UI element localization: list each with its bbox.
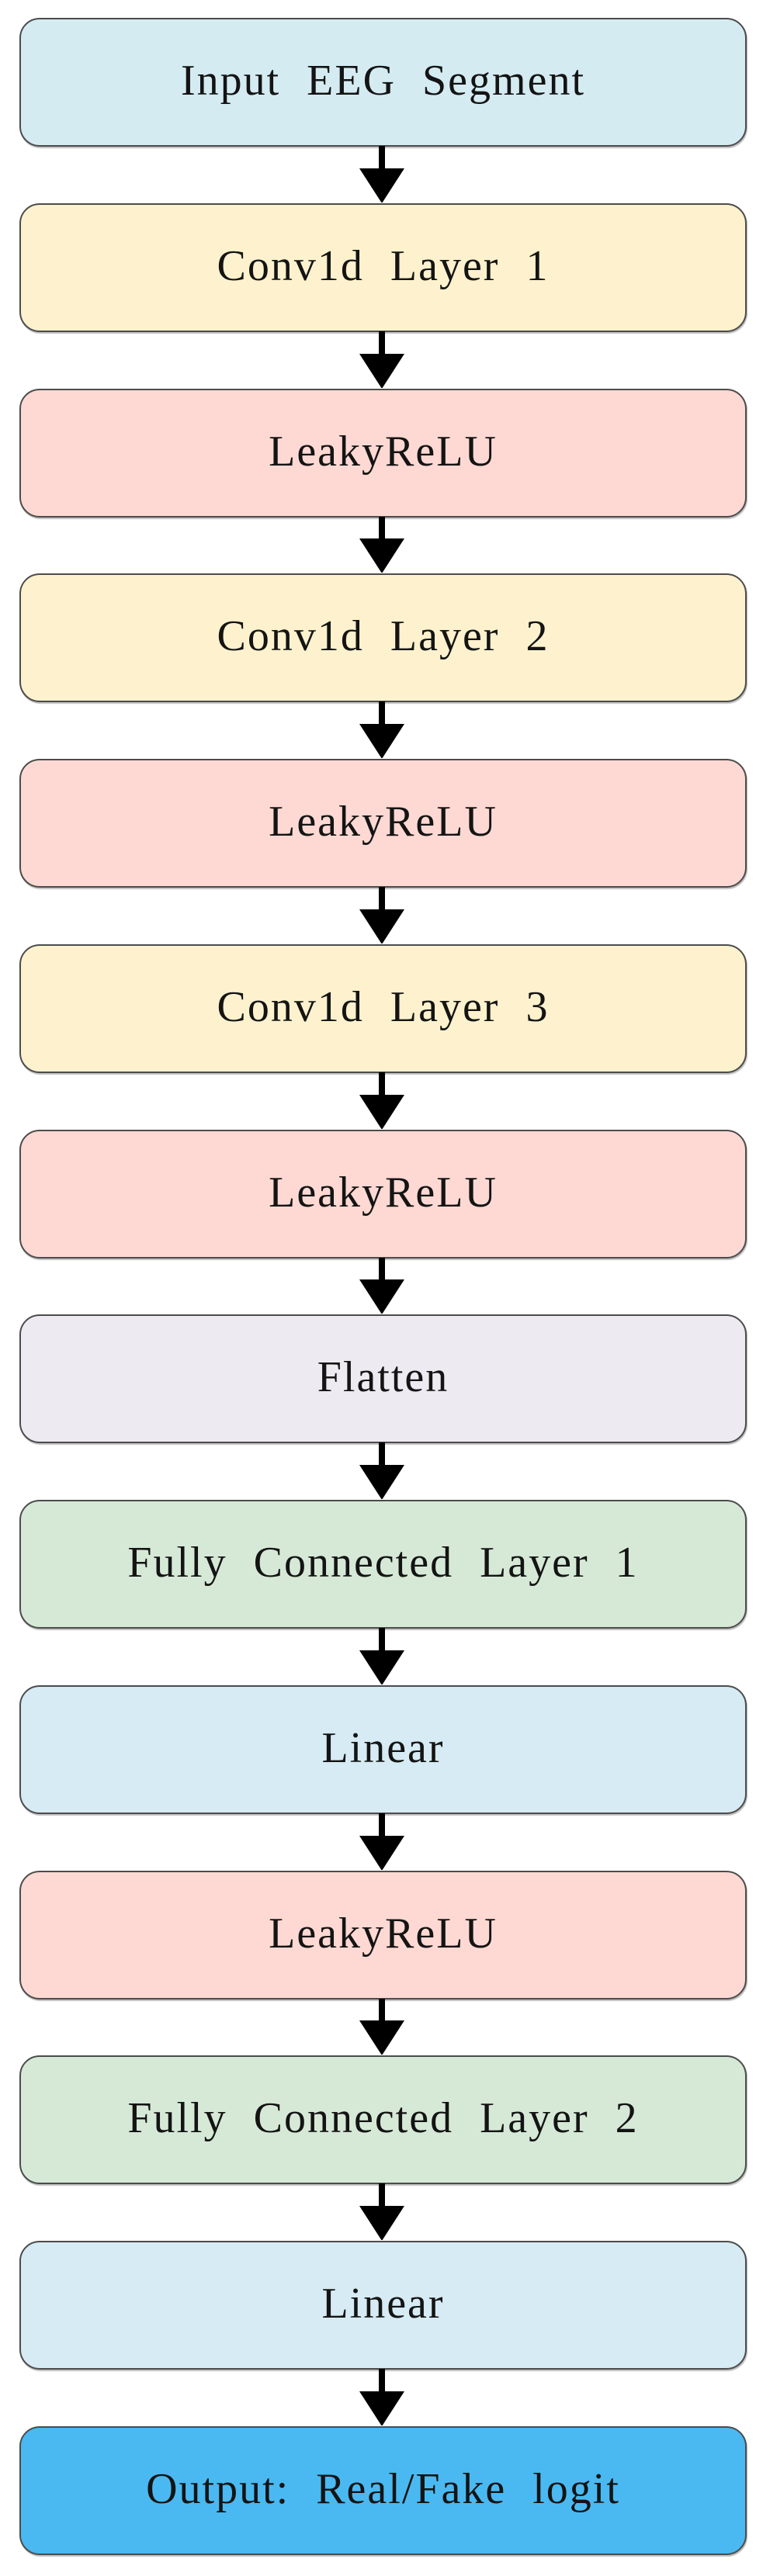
flow-node-label: LeakyReLU (269, 428, 498, 476)
arrow-down-icon (359, 1072, 404, 1129)
arrow-down-icon (359, 701, 404, 758)
arrow-down-icon (359, 1442, 404, 1499)
flow-node-label: Fully Connected Layer 2 (127, 2094, 639, 2142)
arrow-down-icon (359, 517, 404, 573)
flow-node-conv1d-layer-1-2: Conv1d Layer 1 (19, 203, 747, 332)
flow-node-leakyrelu-3: LeakyReLU (19, 389, 747, 518)
flow-node-label: Linear (321, 2280, 445, 2328)
flow-node-label: Output: Real/Fake logit (146, 2465, 620, 2513)
flow-node-leakyrelu-11: LeakyReLU (19, 1871, 747, 2000)
flow-node-label: Flatten (317, 1353, 449, 1401)
arrow-down-icon (359, 1999, 404, 2055)
flow-node-label: LeakyReLU (269, 1169, 498, 1217)
flow-node-linear-10: Linear (19, 1685, 747, 1814)
flow-node-leakyrelu-7: LeakyReLU (19, 1130, 747, 1259)
arrow-down-icon (359, 1258, 404, 1314)
arrow-down-icon (359, 1628, 404, 1684)
flow-node-label: Fully Connected Layer 1 (127, 1539, 639, 1587)
flow-node-label: Conv1d Layer 3 (217, 983, 550, 1031)
flow-node-label: Linear (321, 1724, 445, 1772)
arrow-down-icon (359, 2183, 404, 2240)
flow-node-label: LeakyReLU (269, 1909, 498, 1958)
arrow-down-icon (359, 146, 404, 203)
flow-node-flatten-8: Flatten (19, 1314, 747, 1443)
flow-node-input-eeg-segment-1: Input EEG Segment (19, 18, 747, 147)
flow-node-leakyrelu-5: LeakyReLU (19, 759, 747, 888)
arrow-down-icon (359, 887, 404, 943)
flow-node-label: Input EEG Segment (180, 57, 586, 105)
arrow-down-icon (359, 2369, 404, 2425)
flow-node-linear-13: Linear (19, 2241, 747, 2370)
flow-node-fully-connected-layer-1-9: Fully Connected Layer 1 (19, 1500, 747, 1629)
flow-node-label: Conv1d Layer 2 (217, 612, 550, 660)
arrow-down-icon (359, 331, 404, 388)
flow-node-fully-connected-layer-2-12: Fully Connected Layer 2 (19, 2055, 747, 2184)
flow-node-conv1d-layer-2-4: Conv1d Layer 2 (19, 573, 747, 702)
flow-node-conv1d-layer-3-6: Conv1d Layer 3 (19, 944, 747, 1073)
flow-node-output-real-fake-logit-14: Output: Real/Fake logit (19, 2426, 747, 2555)
arrow-down-icon (359, 1813, 404, 1870)
flow-node-label: LeakyReLU (269, 798, 498, 846)
flow-node-label: Conv1d Layer 1 (217, 242, 550, 290)
